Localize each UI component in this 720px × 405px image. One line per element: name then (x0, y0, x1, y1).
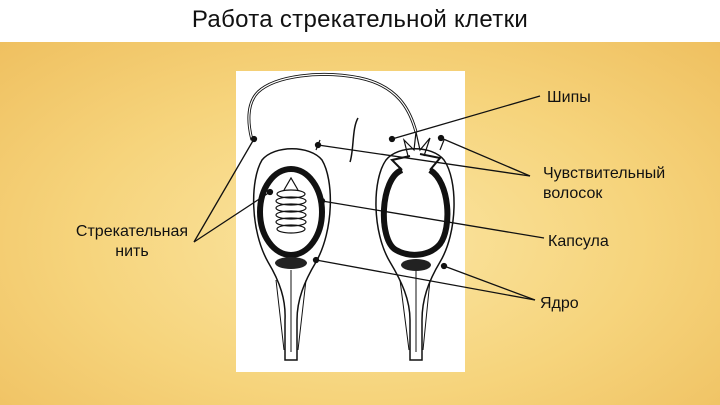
right-nucleus (401, 259, 431, 271)
illustration-panel (236, 71, 465, 372)
left-capsule (257, 166, 325, 258)
label-spikes: Шипы (547, 89, 591, 106)
label-sensitive-hair: Чувствительный волосок (543, 165, 666, 202)
slide-title: Работа стрекательной клетки (191, 6, 529, 33)
right-cell (375, 131, 455, 361)
discharged-thread (247, 72, 418, 163)
label-capsule: Капсула (548, 233, 609, 250)
label-nucleus: Ядро (540, 295, 579, 312)
title-band (0, 0, 720, 42)
pointer-lines (193, 95, 545, 301)
left-cell (252, 139, 332, 361)
coiled-thread (275, 176, 307, 234)
label-stinging-thread: Стрекательная нить (75, 223, 189, 260)
right-capsule (380, 167, 451, 258)
left-nucleus (275, 257, 307, 269)
spikes-shape (402, 131, 431, 157)
